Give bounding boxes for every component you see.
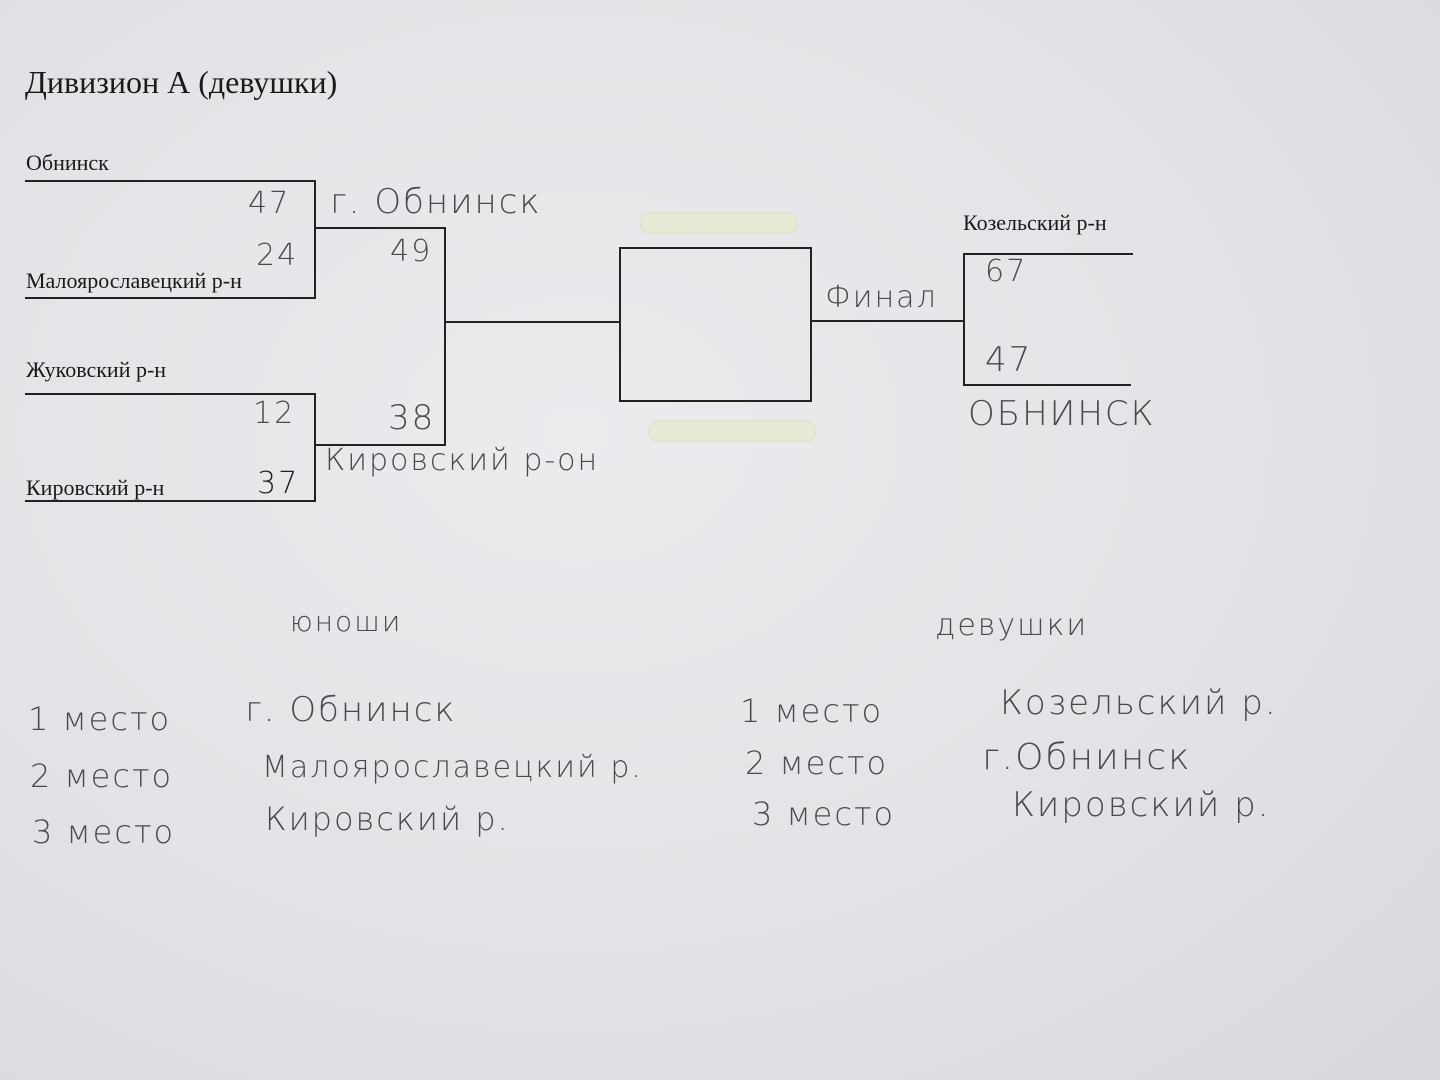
bracket-line	[810, 320, 964, 322]
results-heading-girls: девушки	[935, 608, 1089, 643]
place-team: Малоярославецкий р.	[262, 750, 643, 785]
place-label: 2 место	[30, 757, 174, 795]
score: 37	[257, 466, 300, 501]
team-label: Жуковский р-н	[26, 357, 167, 382]
bracket-line	[963, 253, 965, 385]
winner-label: Кировский р-он	[325, 443, 600, 478]
place-label: 1 место	[28, 700, 172, 738]
place-team: Кировский р.	[265, 800, 510, 838]
final-label: Финал	[825, 280, 938, 315]
place-label: 3 место	[752, 795, 896, 833]
score: 24	[256, 238, 299, 273]
correction-fluid	[640, 212, 798, 234]
bracket-line	[25, 297, 316, 299]
bracket-line	[315, 444, 446, 446]
bracket-line	[444, 227, 446, 446]
results-heading-boys: юноши	[290, 605, 403, 638]
team-label: Козельский р-н	[963, 210, 1107, 235]
bracket-line	[314, 393, 316, 502]
place-team: Кировский р.	[1012, 785, 1271, 825]
place-label: 3 место	[32, 813, 176, 851]
place-team: Козельский р.	[1000, 683, 1278, 723]
bracket-line	[25, 500, 316, 502]
page-title: Дивизион А (девушки)	[25, 64, 338, 100]
bracket-line	[963, 253, 1133, 255]
bracket-line	[314, 180, 316, 299]
team-label: Кировский р-н	[26, 475, 165, 500]
place-team: г.Обнинск	[982, 737, 1192, 778]
team-label: ОБНИНСК	[968, 394, 1156, 434]
empty-box	[619, 247, 812, 402]
correction-fluid	[648, 420, 816, 442]
winner-label: г. Обнинск	[330, 182, 542, 222]
bracket-line	[25, 393, 315, 395]
score: 49	[390, 234, 433, 269]
score: 12	[253, 396, 296, 431]
place-label: 1 место	[740, 692, 884, 730]
score: 47	[248, 186, 291, 221]
place-team: г. Обнинск	[245, 690, 457, 730]
score: 67	[985, 254, 1028, 289]
bracket-line	[963, 384, 1131, 386]
team-label: Обнинск	[26, 150, 109, 175]
score: 38	[388, 398, 436, 438]
bracket-line	[446, 321, 621, 323]
score: 47	[985, 340, 1033, 380]
bracket-line	[315, 227, 445, 229]
team-label: Малоярославецкий р-н	[26, 268, 242, 293]
place-label: 2 место	[745, 744, 889, 782]
bracket-line	[25, 180, 315, 182]
